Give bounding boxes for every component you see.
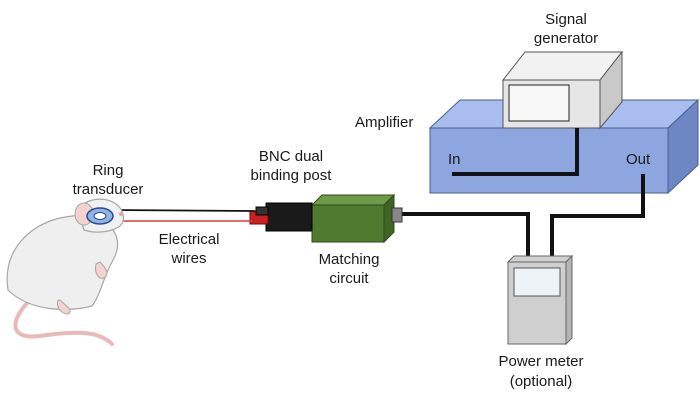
- matching-front-face: [311, 204, 385, 243]
- wire-amp-out-to-meter: [550, 174, 645, 262]
- matching-top-face: [310, 194, 396, 206]
- wire-generator-to-amp-in: [452, 128, 579, 176]
- wire-matching-to-meter: [400, 212, 530, 262]
- power-meter-top: [506, 255, 574, 263]
- power-meter-side: [565, 254, 573, 346]
- electrical-wires-label-line1: Electrical: [159, 231, 220, 248]
- ring-transducer-label-line2: transducer: [73, 181, 144, 198]
- amplifier: [428, 98, 700, 195]
- signal-generator-label-line2: generator: [534, 30, 598, 47]
- amplifier-label: Amplifier: [355, 114, 413, 131]
- generator-screen: [508, 84, 570, 122]
- electrical-wires: [111, 209, 257, 222]
- power-meter-screen: [513, 267, 561, 297]
- matching-circuit-label-line1: Matching: [319, 251, 380, 268]
- electrical-wires-label-line2: wires: [170, 250, 206, 267]
- power-meter-label-line1: Power meter: [498, 353, 583, 370]
- bnc-label-line1: BNC dual: [259, 148, 323, 165]
- ring-transducer-icon: [86, 207, 114, 225]
- signal-generator-icon: [501, 50, 624, 130]
- labels: Signal generator Amplifier In Out BNC du…: [73, 11, 651, 390]
- amp-out-label: Out: [626, 151, 651, 168]
- bnc-connector-icon: [249, 202, 313, 232]
- rat-body: [6, 214, 119, 310]
- signal-generator-label-line1: Signal: [545, 11, 587, 28]
- power-meter-icon: [506, 254, 574, 346]
- wires: [400, 128, 645, 262]
- amp-in-label: In: [448, 151, 461, 168]
- ring-transducer-label-line1: Ring: [93, 162, 124, 179]
- amplifier-front-face: [429, 127, 669, 194]
- bnc-body: [265, 202, 313, 232]
- power-meter-label-line2: (optional): [510, 373, 573, 390]
- rat-front-paw: [95, 261, 108, 279]
- matching-circuit: [310, 193, 403, 244]
- transducer-ring-inner: [93, 212, 107, 220]
- rat-tail: [13, 298, 114, 346]
- matching-circuit-label-line2: circuit: [329, 270, 369, 287]
- rat-hind-paw: [57, 299, 71, 315]
- matching-output-connector: [391, 207, 403, 223]
- bnc-label-line2: binding post: [251, 167, 333, 184]
- wire-black: [111, 209, 257, 212]
- bnc-black-post: [255, 206, 269, 216]
- rat-nose: [119, 212, 123, 216]
